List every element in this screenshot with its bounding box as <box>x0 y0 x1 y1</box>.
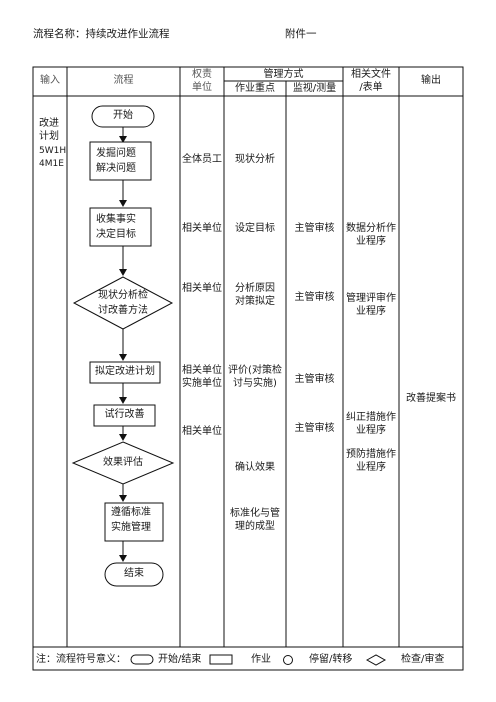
flow-label-trial: 试行改善 <box>104 409 145 420</box>
flow-shape-start <box>91 105 155 128</box>
output-value: 改善提案书 <box>406 393 456 404</box>
header-docs-line2: /表单 <box>359 82 383 93</box>
header-monitor: 监视/测量 <box>292 83 337 94</box>
legend-connector-label: 停留/转移 <box>309 654 353 665</box>
key-point-3-line1: 分析原因 <box>235 283 275 294</box>
flow-shape-trial <box>93 404 156 427</box>
monitoring-3: 主管审核 <box>294 374 335 385</box>
monitoring-4: 主管审核 <box>294 423 335 434</box>
flow-shape-end <box>104 562 164 587</box>
authority-unit-5: 相关单位 <box>182 426 222 437</box>
legend-decision-label: 检查/审查 <box>401 654 445 665</box>
key-point-4-line1: 评价(对策检 <box>228 365 282 376</box>
doc-4-line2: 业程序 <box>356 462 386 473</box>
input-line-2: 计划 <box>39 131 59 142</box>
legend-process-label: 作业 <box>251 654 271 665</box>
legend-decision-icon <box>365 654 387 666</box>
flow-label-end: 结束 <box>124 568 144 579</box>
flow-label-collect-2: 决定目标 <box>96 229 136 240</box>
table-border <box>32 66 464 671</box>
input-line-3: 5W1H <box>39 146 67 156</box>
header-output: 输出 <box>421 75 441 86</box>
doc-1-line2: 业程序 <box>356 236 386 247</box>
header-input: 输入 <box>40 75 60 86</box>
flow-shape-standard <box>104 502 164 542</box>
flow-label-discover-2: 解决问题 <box>96 163 136 174</box>
flow-label-plan: 拟定改进计划 <box>95 366 155 377</box>
key-point-5: 确认效果 <box>235 462 275 473</box>
doc-2-line1: 管理评审作 <box>346 293 396 304</box>
flow-label-standard-1: 遵循标准 <box>111 507 151 518</box>
authority-unit-1: 全体员工 <box>182 154 222 165</box>
process-name: 流程名称：持续改进作业流程 <box>33 28 170 40</box>
header-authority-line1: 权责 <box>192 69 212 80</box>
header-key-points: 作业重点 <box>235 83 275 94</box>
flow-shape-analysis <box>72 276 174 330</box>
header-docs-line1: 相关文件 <box>351 69 391 80</box>
flow-label-analysis-2: 讨改善方法 <box>98 305 148 316</box>
flow-shape-discover <box>89 141 152 181</box>
key-point-1: 现状分析 <box>235 154 275 165</box>
header-flow: 流程 <box>113 75 134 86</box>
doc-2-line2: 业程序 <box>356 306 386 317</box>
input-line-1: 改进 <box>39 118 59 129</box>
key-point-3-line2: 对策拟定 <box>235 296 275 307</box>
input-line-4: 4M1E <box>39 159 64 169</box>
legend-connector-icon <box>283 655 293 665</box>
flow-label-evaluate: 效果评估 <box>103 457 143 468</box>
authority-unit-3: 相关单位 <box>182 283 222 294</box>
key-point-6-line1: 标准化与管 <box>230 508 280 519</box>
legend-terminator-label: 开始/结束 <box>158 654 202 665</box>
key-point-2: 设定目标 <box>235 223 275 234</box>
key-point-6-line2: 理的成型 <box>235 521 275 532</box>
flow-shape-evaluate <box>71 441 175 485</box>
authority-unit-2: 相关单位 <box>182 223 222 234</box>
authority-unit-4-line2: 实施单位 <box>182 378 222 389</box>
flow-shape-collect <box>89 207 152 247</box>
flow-label-collect-1: 收集事实 <box>96 214 136 225</box>
monitoring-2: 主管审核 <box>294 292 335 303</box>
doc-3-line1: 纠正措施作 <box>346 412 396 423</box>
attachment-label: 附件一 <box>285 28 317 40</box>
doc-3-line2: 业程序 <box>356 425 386 436</box>
doc-1-line1: 数据分析作 <box>346 223 396 234</box>
monitoring-1: 主管审核 <box>294 223 335 234</box>
flow-label-start: 开始 <box>113 110 133 121</box>
header-authority-line2: 单位 <box>192 82 212 93</box>
authority-unit-4-line1: 相关单位 <box>182 365 222 376</box>
legend-process-icon <box>209 654 233 665</box>
flow-label-discover-1: 发掘问题 <box>96 148 136 159</box>
key-point-4-line2: 讨与实施) <box>233 378 277 389</box>
flow-label-standard-2: 实施管理 <box>111 522 151 533</box>
doc-4-line1: 预防措施作 <box>346 449 396 460</box>
flow-shape-plan <box>89 361 161 384</box>
legend-prefix: 注：流程符号意义： <box>36 654 126 665</box>
header-management-mode: 管理方式 <box>263 69 304 80</box>
legend-terminator-icon <box>130 654 154 665</box>
flow-label-analysis-1: 现状分析检 <box>98 290 148 301</box>
